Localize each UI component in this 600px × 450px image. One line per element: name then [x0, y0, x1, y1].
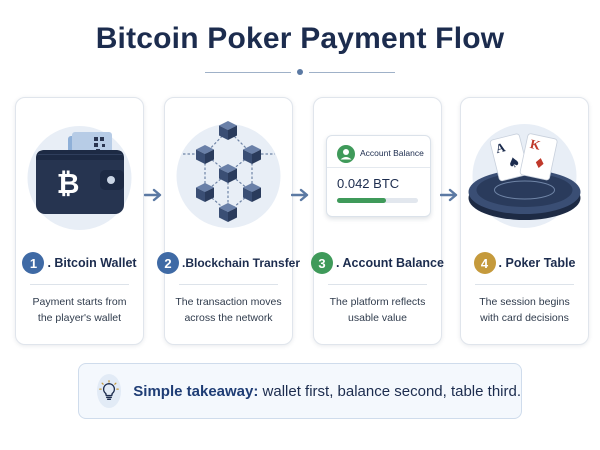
svg-text:♠: ♠: [506, 154, 522, 173]
card-separator: [475, 284, 574, 285]
step-description: The transaction moves across the network: [175, 296, 282, 324]
svg-text:K: K: [529, 136, 543, 153]
page-title: Bitcoin Poker Payment Flow: [95, 22, 505, 55]
step-number-badge: 3: [311, 252, 334, 274]
step-title: 4 . Poker Table: [461, 251, 588, 275]
takeaway-label: Simple takeaway:: [133, 382, 259, 400]
balance-title: Account Balance: [360, 148, 424, 158]
balance-amount: 0.042 BTC: [337, 176, 400, 191]
svg-text:A: A: [494, 139, 507, 156]
step-title: 2 .Blockchain Transfer: [156, 251, 300, 275]
step-label: . Poker Table: [498, 256, 576, 270]
step-label: . Account Balance: [336, 256, 444, 270]
step-number-badge: 1: [22, 252, 45, 274]
step-card-blockchain-transfer: 2 .Blockchain Transfer The transaction m…: [156, 97, 300, 345]
card-separator: [30, 284, 129, 285]
user-avatar-icon: [337, 145, 355, 163]
balance-progress-track: [337, 198, 418, 203]
step-card-poker-table: A ♠ K ♦ 4 . Poker Table The session begi…: [460, 97, 589, 345]
takeaway-box: Simple takeaway: wallet first, balance s…: [78, 363, 522, 419]
step-card-bitcoin-wallet: ₿ 1 . Bitcoin Wallet Payment starts from…: [15, 97, 144, 345]
step-label: . Bitcoin Wallet: [47, 256, 137, 270]
step-card-account-balance: Account Balance 0.042 BTC 3 . Account Ba…: [311, 97, 444, 345]
step-title: 3 . Account Balance: [311, 251, 444, 275]
step-description: The session begins with card decisions: [479, 296, 570, 324]
lightbulb-icon: [97, 374, 122, 408]
step-description: Payment starts from the player's wallet: [32, 296, 127, 324]
takeaway-text: Simple takeaway: wallet first, balance s…: [133, 383, 521, 400]
step-number-badge: 4: [473, 252, 496, 274]
svg-text:₿: ₿: [57, 168, 80, 199]
card-separator: [328, 284, 427, 285]
takeaway-body: wallet first, balance second, table thir…: [258, 382, 521, 400]
step-number-badge: 2: [156, 252, 179, 274]
svg-text:♦: ♦: [532, 155, 548, 173]
balance-progress-fill: [337, 198, 386, 203]
blockchain-network-icon: [176, 121, 281, 228]
bitcoin-wallet-icon: ₿: [27, 126, 132, 230]
title-divider: [205, 66, 395, 78]
step-title: 1 . Bitcoin Wallet: [16, 251, 143, 275]
step-label: .Blockchain Transfer: [181, 256, 301, 270]
step-description: The platform reflects usable value: [329, 296, 426, 324]
arrow-right-icon: [144, 188, 162, 202]
arrow-right-icon: [440, 188, 458, 202]
arrow-right-icon: [291, 188, 309, 202]
account-balance-icon: Account Balance 0.042 BTC: [326, 135, 431, 217]
card-separator: [179, 284, 278, 285]
poker-table-icon: A ♠ K ♦: [468, 124, 581, 228]
